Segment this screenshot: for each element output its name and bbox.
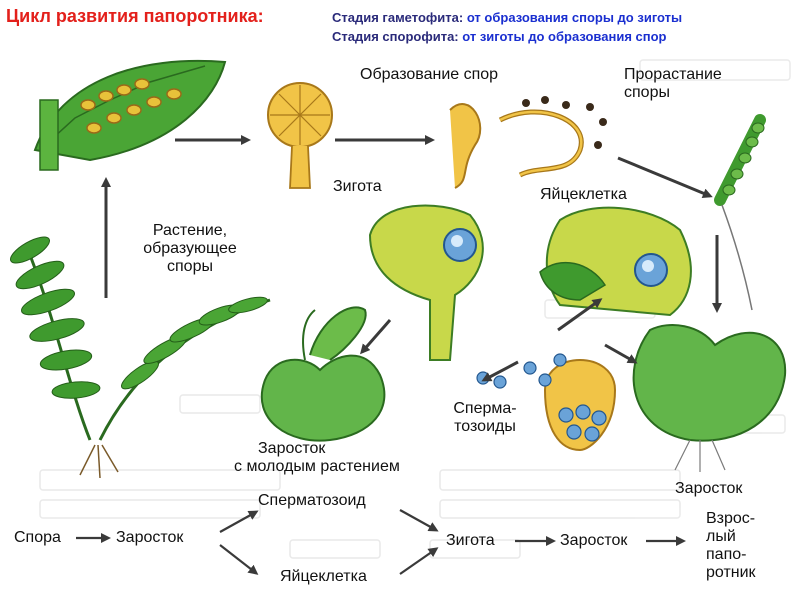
germinating-spore bbox=[714, 114, 766, 311]
label-plant-line2: образующее bbox=[143, 240, 237, 257]
sporophyte-stage-label: Стадия спорофита: bbox=[332, 29, 459, 44]
sporophyte-stage-line: Стадия спорофита: от зиготы до образован… bbox=[332, 29, 666, 44]
cycle-arrows bbox=[101, 135, 722, 382]
scheme-prothallus: Заросток bbox=[116, 529, 184, 546]
sporangium bbox=[267, 82, 333, 189]
label-prothallus-young-line2: с молодым растением bbox=[234, 458, 400, 475]
label-sperm-line2: тозоиды bbox=[454, 418, 516, 435]
prothallus-illustration bbox=[632, 324, 787, 472]
archegonium-with-zygote bbox=[368, 204, 484, 361]
label-spore-germination-line2: споры bbox=[624, 84, 670, 101]
gametophyte-stage-value: от образования споры до зиготы bbox=[466, 10, 683, 25]
label-spore-germination-line1: Прорастание bbox=[624, 66, 722, 83]
gametophyte-stage-label: Стадия гаметофита: bbox=[332, 10, 464, 25]
label-sperm-line1: Сперма- bbox=[453, 400, 517, 417]
prothallus-with-young-plant bbox=[260, 306, 386, 442]
scheme-spore: Спора bbox=[14, 529, 61, 546]
opening-sporangium bbox=[449, 96, 607, 189]
scheme-adult-line3: папо- bbox=[706, 546, 747, 563]
scheme-arrows bbox=[76, 509, 686, 575]
fern-lifecycle-illustration bbox=[10, 59, 791, 575]
scheme-egg-cell: Яйцеклетка bbox=[280, 568, 367, 585]
label-prothallus-young-line1: Заросток bbox=[258, 440, 326, 457]
gametophyte-stage-line: Стадия гаметофита: от образования споры … bbox=[332, 10, 682, 25]
label-plant-line1: Растение, bbox=[152, 222, 228, 239]
diagram-title: Цикл развития папоротника: bbox=[6, 6, 264, 26]
scheme-adult-line4: ротник bbox=[706, 564, 756, 581]
leaf-with-sori bbox=[33, 59, 227, 171]
scheme-zygote: Зигота bbox=[446, 532, 495, 549]
label-prothallus: Заросток bbox=[675, 480, 743, 497]
label-egg-cell: Яйцеклетка bbox=[540, 186, 627, 203]
archegonium-with-egg bbox=[539, 206, 692, 317]
label-zygote: Зигота bbox=[333, 178, 382, 195]
label-spore-formation: Образование спор bbox=[360, 66, 499, 83]
scheme-adult-line1: Взрос- bbox=[706, 510, 756, 527]
scheme-spermatozoid: Сперматозоид bbox=[258, 492, 366, 509]
fern-plant bbox=[10, 236, 271, 479]
sporophyte-stage-value: от зиготы до образования спор bbox=[462, 29, 667, 44]
label-plant-line3: споры bbox=[167, 258, 213, 275]
scheme-adult-line2: лый bbox=[706, 528, 736, 545]
scheme-prothallus2: Заросток bbox=[560, 532, 628, 549]
